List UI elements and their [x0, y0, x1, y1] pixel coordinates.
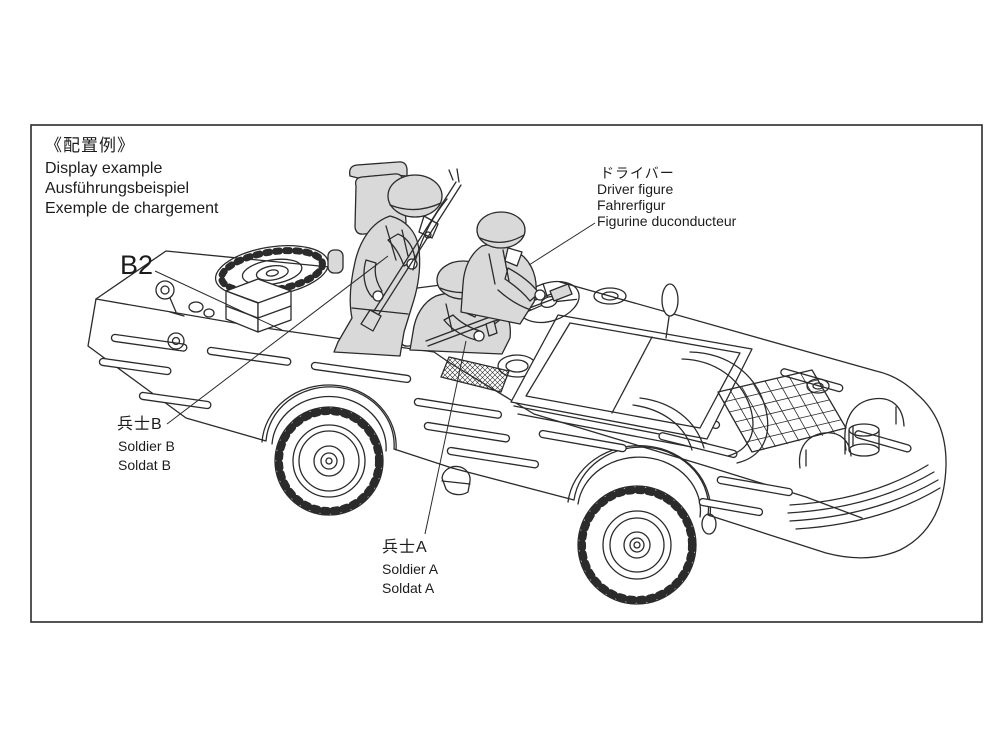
callout-soldier-b: 兵士B Soldier B Soldat B	[117, 415, 175, 473]
callout-soldier-a-jp: 兵士A	[382, 538, 428, 556]
callout-soldier-b-l3: Soldat B	[118, 457, 171, 473]
driver-helmet	[476, 211, 526, 249]
soldier-b-helmet	[387, 174, 443, 218]
corner-marker-light	[167, 332, 185, 350]
bow-grab-rails	[632, 351, 769, 464]
folded-windshield	[510, 314, 753, 440]
bow-cleats	[798, 378, 905, 469]
heading-jp: 《配置例》	[45, 136, 135, 155]
callout-soldier-b-jp: 兵士B	[117, 415, 163, 433]
heading-de: Ausführungsbeispiel	[45, 180, 189, 197]
callout-driver-fr: Figurine duconducteur	[597, 213, 737, 229]
hull-oval-fitting	[701, 513, 717, 535]
driver-face	[504, 247, 523, 267]
heading-fr: Exemple de chargement	[45, 200, 219, 217]
callout-driver-de: Fahrerfigur	[597, 197, 666, 213]
front-wheel-arch	[567, 444, 712, 518]
soldier-b-rifle	[360, 168, 462, 332]
callout-soldier-b-en: Soldier B	[118, 438, 175, 454]
rear-lamp	[155, 280, 185, 317]
leader-line-driver	[528, 222, 596, 266]
leader-line-b2	[154, 270, 283, 331]
callout-driver: ドライバー Driver figure Fahrerfigur Figurine…	[597, 165, 737, 229]
rear-wheel-arch	[261, 384, 397, 452]
rear-wheel	[274, 406, 384, 516]
driver-figure	[460, 211, 546, 325]
callout-driver-jp: ドライバー	[600, 165, 675, 181]
callout-soldier-a-l3: Soldat A	[382, 580, 435, 596]
heading-block: 《配置例》 Display example Ausführungsbeispie…	[45, 136, 219, 217]
front-wheel	[577, 485, 697, 605]
leader-line-soldier-b	[166, 255, 389, 425]
vehicle-drawing	[87, 161, 947, 605]
callout-driver-en: Driver figure	[597, 181, 673, 197]
leader-line-soldier-a	[424, 340, 467, 535]
callout-soldier-a: 兵士A Soldier A Soldat A	[382, 538, 439, 596]
fuel-filler-hood	[593, 287, 627, 305]
rear-view-mirror	[661, 283, 679, 339]
hull-step	[441, 465, 471, 496]
cowl-vent-grille	[440, 356, 510, 393]
bow-rub-strakes	[787, 464, 941, 530]
callout-soldier-a-en: Soldier A	[382, 561, 439, 577]
deck-fittings	[188, 301, 215, 318]
soldier-b-figure	[327, 161, 443, 357]
callout-b2: B2	[120, 250, 153, 280]
canteen	[327, 249, 344, 274]
leader-lines	[154, 222, 596, 535]
heading-en: Display example	[45, 160, 162, 177]
